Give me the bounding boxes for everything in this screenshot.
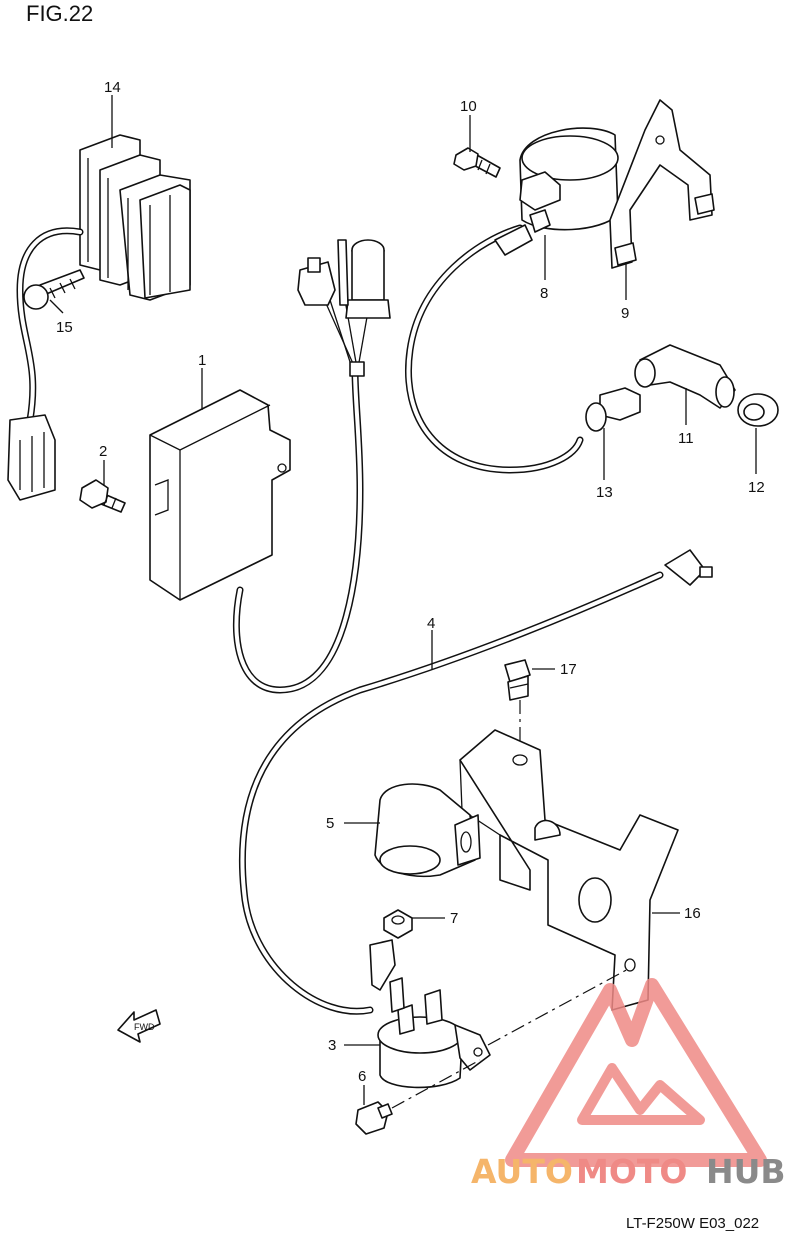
- cdi-unit: [149, 389, 291, 601]
- bolt-2: [79, 479, 126, 513]
- callout-13: 13: [596, 484, 613, 501]
- figure-title: FIG.22: [26, 1, 93, 26]
- callout-5: 5: [326, 815, 334, 832]
- callout-8: 8: [540, 285, 548, 302]
- leaders: [49, 95, 757, 1105]
- callout-12: 12: [748, 479, 765, 496]
- relay-cover: [374, 783, 481, 878]
- callout-17: 17: [560, 661, 577, 678]
- grommet: [585, 387, 641, 432]
- watermark-logo: [505, 978, 767, 1167]
- fwd-arrow-icon: FWD: [117, 1009, 161, 1043]
- bolt-17: [504, 659, 531, 701]
- callout-7: 7: [450, 910, 458, 927]
- watermark-text: AUTO MOTO HUB: [471, 1152, 786, 1191]
- harness-connector-small: [297, 257, 336, 306]
- callout-6: 6: [358, 1068, 366, 1085]
- callout-2: 2: [99, 443, 107, 460]
- regulator-rectifier: [79, 134, 191, 301]
- high-tension-lead: [405, 224, 584, 474]
- callout-labels: 14 15 1 2 10 8 9 11 12 13 4 17 5 16 7 3 …: [56, 79, 765, 1085]
- harness-connector-round: [337, 239, 391, 319]
- centerline-bolt-6: [391, 1059, 481, 1109]
- bolt-10: [453, 147, 501, 178]
- spark-plug-cap: [634, 344, 736, 409]
- fwd-label: FWD: [134, 1022, 155, 1032]
- watermark-hub: HUB: [706, 1152, 786, 1191]
- callout-1: 1: [198, 352, 206, 369]
- cap-nut: [737, 393, 779, 427]
- watermark-moto: MOTO: [576, 1152, 687, 1191]
- starter-relay-bracket: [459, 729, 679, 1011]
- coil-bracket: [609, 99, 715, 269]
- nut-7: [383, 909, 413, 939]
- callout-10: 10: [460, 98, 477, 115]
- centerline-relay: [487, 967, 631, 1046]
- callout-11: 11: [678, 430, 694, 447]
- watermark-auto: AUTO: [471, 1152, 573, 1191]
- callout-4: 4: [427, 615, 435, 632]
- callout-14: 14: [104, 79, 121, 96]
- callout-3: 3: [328, 1037, 336, 1054]
- callout-16: 16: [684, 905, 701, 922]
- callout-9: 9: [621, 305, 629, 322]
- bolt-6: [355, 1101, 393, 1135]
- callout-15: 15: [56, 319, 73, 336]
- starter-relay: [369, 939, 491, 1089]
- lead-wire-terminal: [664, 549, 713, 586]
- figure-code: LT-F250W E03_022: [626, 1215, 759, 1232]
- ignition-coil: [519, 127, 619, 233]
- bolt-15: [23, 269, 85, 310]
- lead-sleeve: [494, 224, 533, 256]
- regulator-connector: [7, 414, 56, 501]
